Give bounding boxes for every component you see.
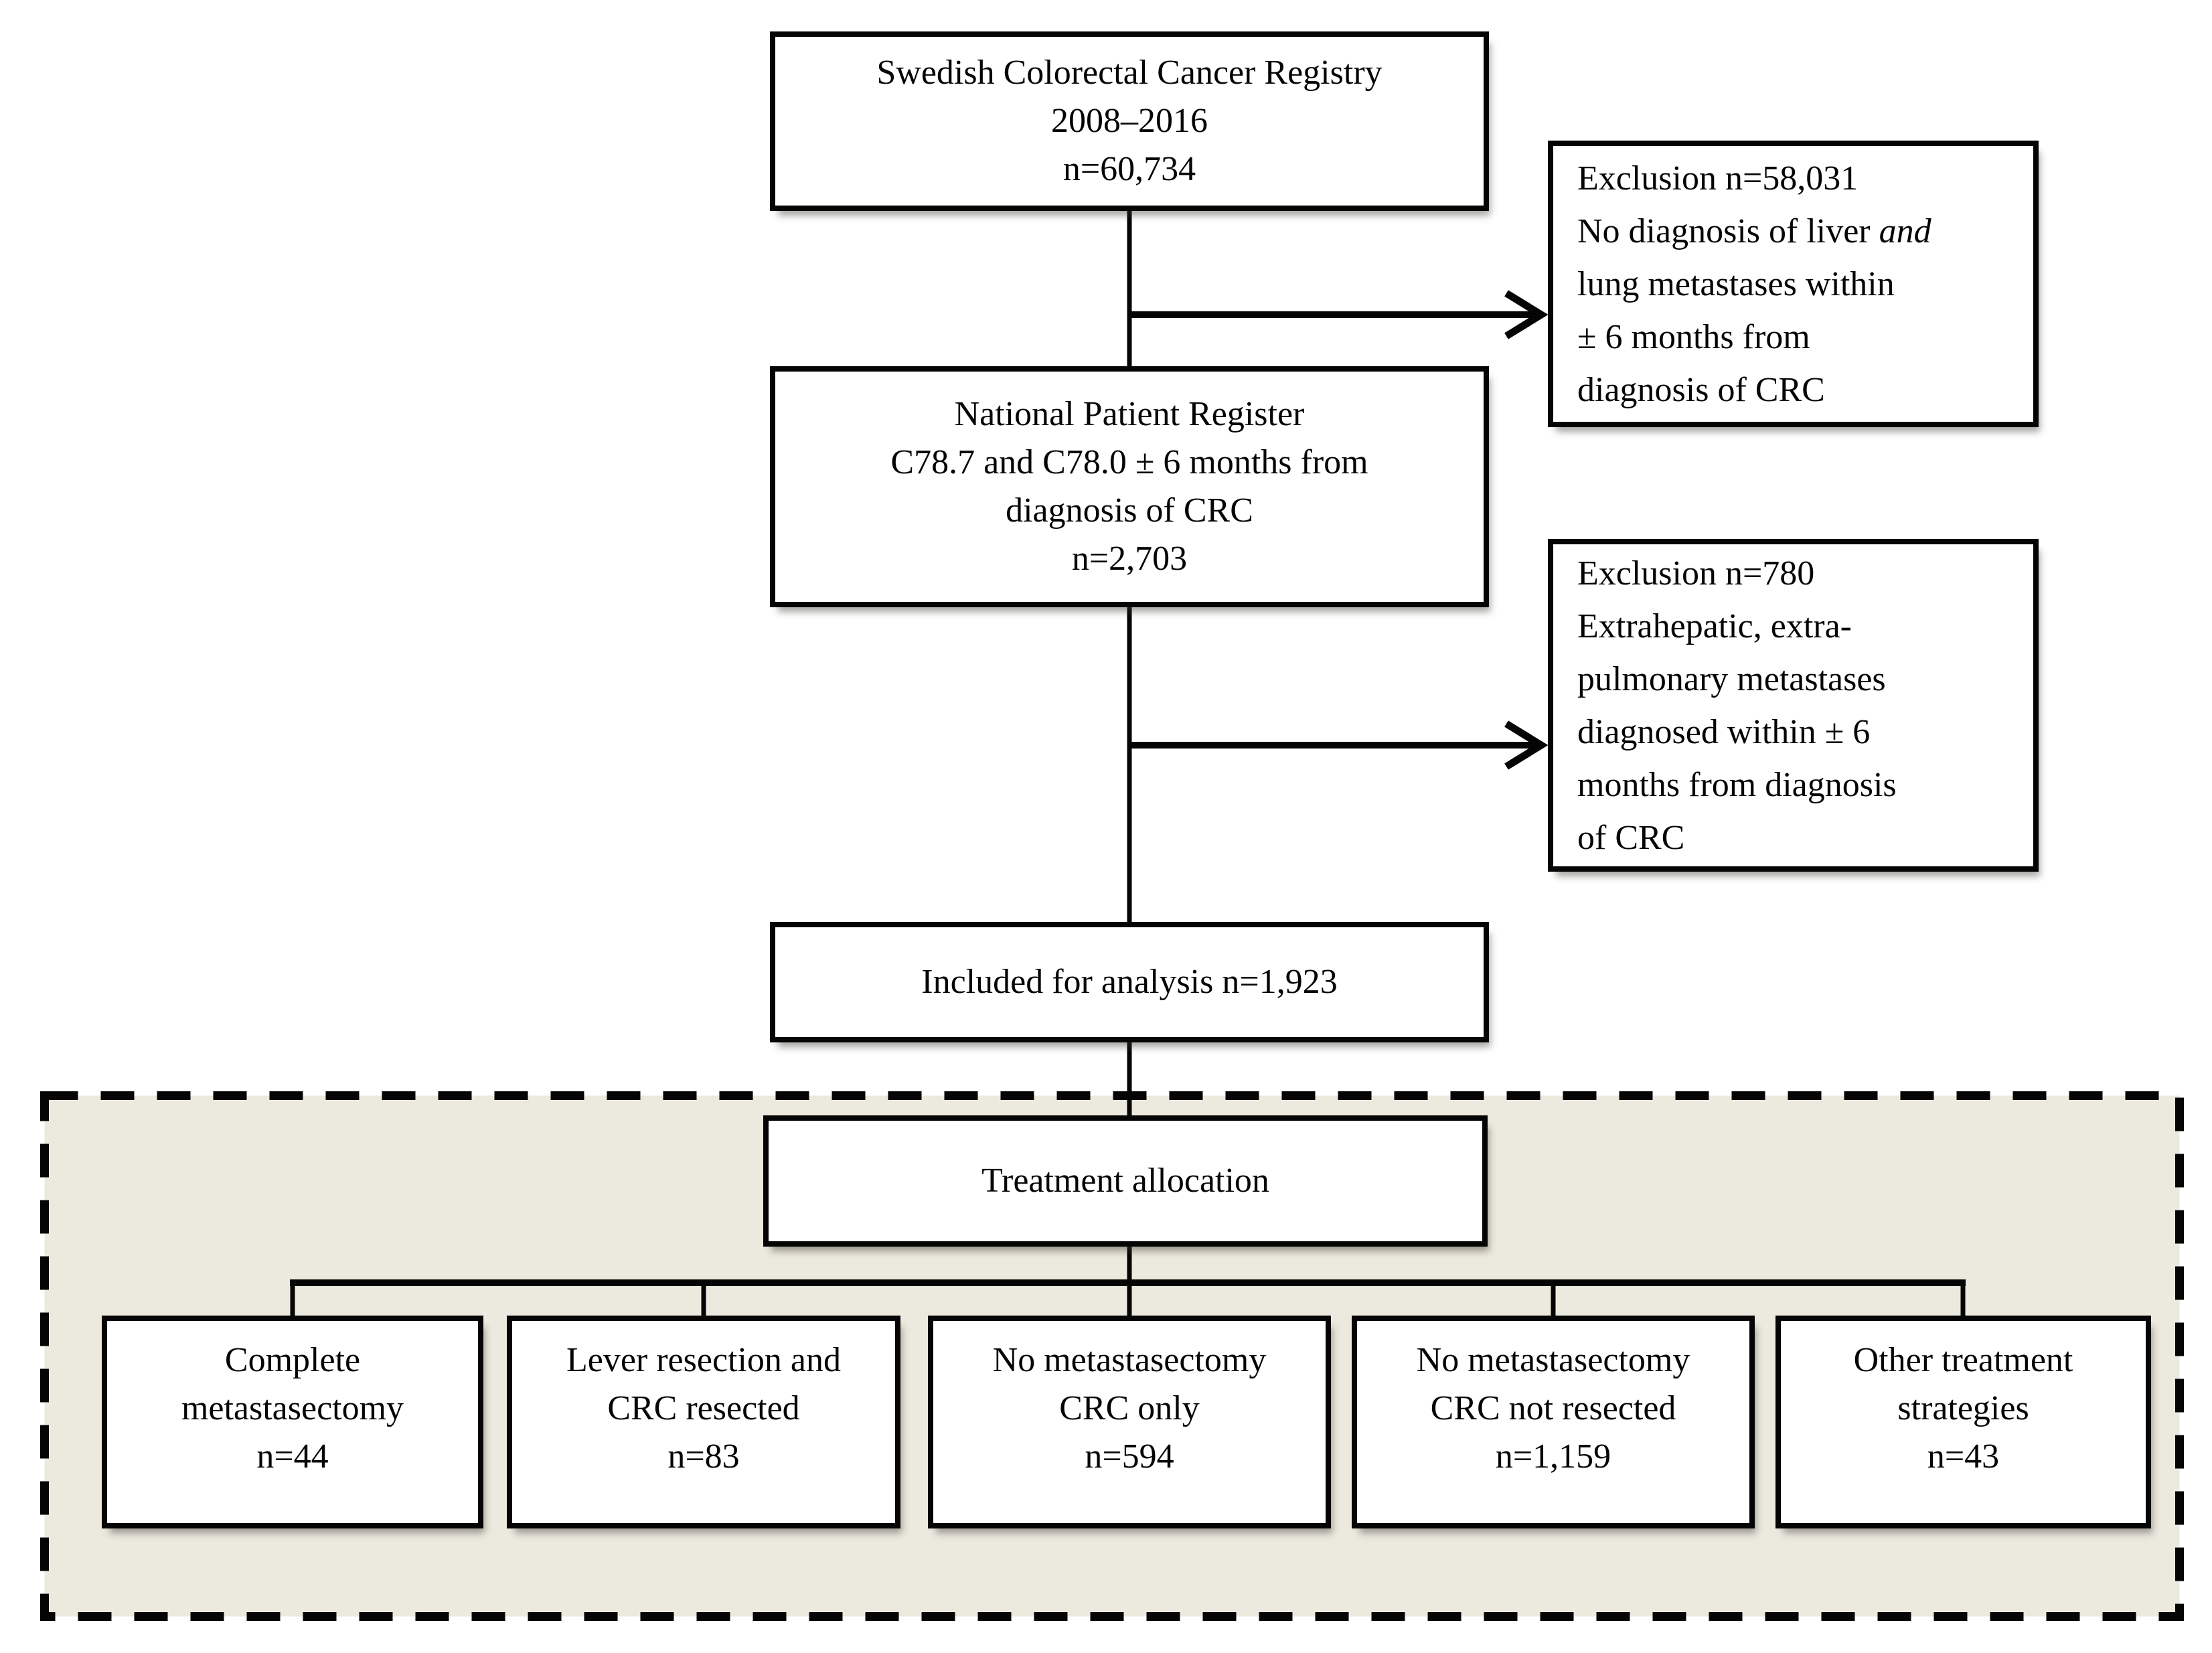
arm4-count: n=1,159 [1495, 1437, 1611, 1476]
included-box: Included for analysis n=1,923 [770, 922, 1489, 1042]
exclusion1-line5: diagnosis of CRC [1577, 370, 1825, 409]
arm-complete-metastasectomy-box: Complete metastasectomy n=44 [102, 1316, 483, 1528]
arm5-count: n=43 [1927, 1437, 2000, 1476]
arm2-count: n=83 [667, 1437, 740, 1476]
arm5-line1: Other treatment [1853, 1341, 2073, 1379]
exclusion1-line2: No diagnosis of liver and [1577, 205, 1931, 258]
arm1-line1: Complete [224, 1341, 361, 1379]
arm3-count: n=594 [1085, 1437, 1174, 1476]
npr-line3: diagnosis of CRC [1006, 491, 1253, 530]
exclusion1-line3: lung metastases within [1577, 264, 1895, 303]
treatment-allocation-box: Treatment allocation [763, 1115, 1488, 1247]
npr-title: National Patient Register [954, 395, 1305, 433]
registry-box: Swedish Colorectal Cancer Registry 2008–… [770, 31, 1489, 211]
arm3-line2: CRC only [1059, 1389, 1200, 1427]
npr-codes: C78.7 and C78.0 ± 6 months from [890, 443, 1368, 481]
exclusion1-box: Exclusion n=58,031 No diagnosis of liver… [1548, 141, 2039, 427]
treatment-allocation-label: Treatment allocation [981, 1162, 1269, 1200]
arm1-count: n=44 [256, 1437, 329, 1476]
arm3-line1: No metastasectomy [992, 1341, 1267, 1379]
exclusion2-line3: pulmonary metastases [1577, 659, 1886, 698]
npr-count: n=2,703 [1071, 540, 1188, 578]
registry-years: 2008–2016 [1051, 102, 1208, 140]
registry-count: n=60,734 [1062, 150, 1196, 188]
arm4-line2: CRC not resected [1430, 1389, 1676, 1427]
arrowhead-exclusion2 [1504, 720, 1549, 770]
exclusion1-line2-italic: and [1879, 212, 1931, 250]
exclusion2-box: Exclusion n=780 Extrahepatic, extra- pul… [1548, 539, 2039, 872]
exclusion2-line4: diagnosed within ± 6 [1577, 712, 1871, 751]
arm-no-metastasectomy-crc-only-box: No metastasectomy CRC only n=594 [928, 1316, 1331, 1528]
exclusion1-line4: ± 6 months from [1577, 317, 1810, 356]
arm-other-treatment-box: Other treatment strategies n=43 [1775, 1316, 2151, 1528]
exclusion1-count: Exclusion n=58,031 [1577, 159, 1859, 198]
arrowhead-exclusion1 [1504, 290, 1549, 339]
arm5-line2: strategies [1897, 1389, 2029, 1427]
exclusion2-line5: months from diagnosis [1577, 765, 1897, 804]
npr-box: National Patient Register C78.7 and C78.… [770, 366, 1489, 607]
registry-line: Swedish Colorectal Cancer Registry [876, 54, 1382, 92]
arm1-line2: metastasectomy [181, 1389, 404, 1427]
included-line: Included for analysis n=1,923 [921, 963, 1338, 1001]
exclusion1-line2-text: No diagnosis of liver [1577, 212, 1879, 250]
arm2-line1: Lever resection and [566, 1341, 841, 1379]
exclusion2-count: Exclusion n=780 [1577, 554, 1815, 593]
arm-liver-resection-box: Lever resection and CRC resected n=83 [507, 1316, 900, 1528]
exclusion2-line6: of CRC [1577, 818, 1685, 857]
arm-no-metastasectomy-crc-not-resected-box: No metastasectomy CRC not resected n=1,1… [1352, 1316, 1755, 1528]
arm4-line1: No metastasectomy [1416, 1341, 1690, 1379]
exclusion2-line2: Extrahepatic, extra- [1577, 607, 1852, 645]
arm2-line2: CRC resected [607, 1389, 800, 1427]
